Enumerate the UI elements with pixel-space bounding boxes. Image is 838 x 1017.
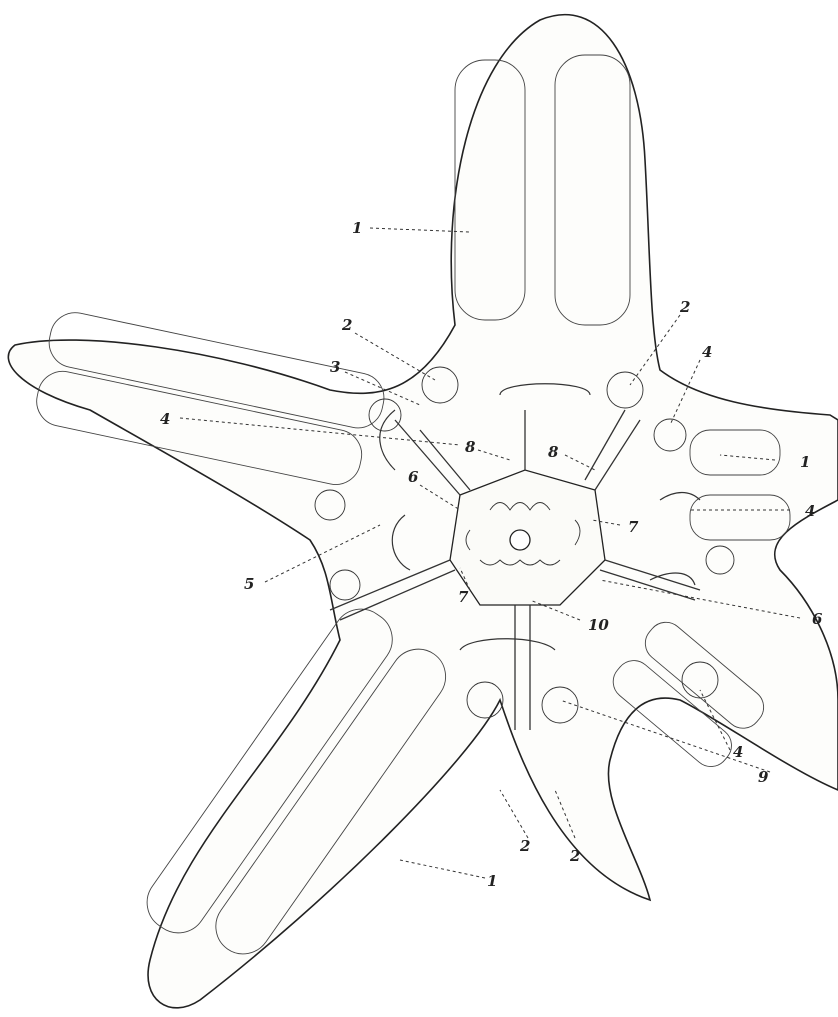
left-upper-label-3: 3 — [330, 358, 340, 376]
starfish-body-outline — [8, 15, 838, 1008]
bottom-right-tuft-label: 2 — [569, 847, 580, 865]
lower-right-label-4: 4 — [733, 743, 743, 761]
left-label-5: 5 — [244, 575, 254, 593]
right-label-6: 6 — [812, 610, 823, 628]
upper-left-tuft-label: 2 — [341, 316, 352, 334]
mouth-opening — [510, 530, 530, 550]
left-label-6: 6 — [408, 468, 419, 486]
right-arm-gland-label: 1 — [800, 453, 810, 471]
lower-arm-gland-label: 1 — [487, 872, 497, 890]
right-label-8: 8 — [548, 443, 559, 461]
lower-label-7: 7 — [458, 588, 469, 606]
left-label-4: 4 — [160, 410, 170, 428]
upper-arm-gland-label: 1 — [352, 219, 362, 237]
right-label-7: 7 — [628, 518, 639, 536]
upper-right-label-4: 4 — [702, 343, 712, 361]
left-label-8: 8 — [465, 438, 476, 456]
upper-right-tuft-label: 2 — [679, 298, 690, 316]
center-label-10: 10 — [588, 616, 609, 634]
bottom-left-tuft-label: 2 — [519, 837, 530, 855]
lower-right-label-9: 9 — [758, 768, 769, 786]
right-label-4: 4 — [805, 502, 815, 520]
